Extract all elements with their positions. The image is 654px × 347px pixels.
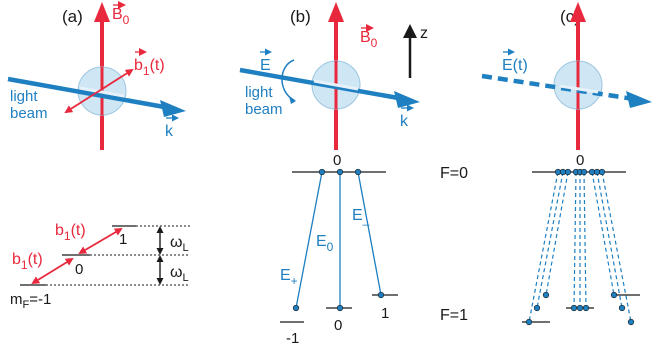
transition-dot (570, 304, 578, 312)
light-beam-arrowhead (160, 100, 186, 117)
level-label-mf-minus1: mF=-1 (10, 291, 51, 311)
transition-dashed (545, 171, 569, 296)
transition-dot (580, 168, 588, 176)
modulated-light-beam (481, 73, 635, 102)
e-t-label: E(t) (502, 57, 528, 74)
transition-dot (533, 304, 541, 312)
transition-dashed (591, 171, 615, 296)
light-beam-label-2: beam (245, 101, 283, 118)
transition-dot (542, 291, 550, 299)
panel-b: (b) E B0 z light beam k 0 (239, 2, 468, 347)
e-plus-label: E+ (280, 267, 298, 288)
b0-arrowhead (570, 2, 586, 22)
omega-l-lower-label: ωL (170, 264, 189, 284)
transition-dot (598, 168, 606, 176)
b1-transition-label-lower: b1(t) (12, 251, 43, 272)
transition-dots (525, 168, 635, 326)
light-beam-arrowhead (626, 91, 652, 108)
sublevel-label-plus1: 1 (381, 305, 389, 322)
polarization-arrowhead (289, 96, 296, 104)
panel-a-label: (a) (62, 7, 83, 26)
transition-dashed (528, 171, 559, 323)
transition-0-to-1 (78, 227, 123, 255)
transition-dashed (601, 171, 632, 323)
dashed-transitions (528, 171, 632, 323)
transition-dashed (596, 171, 623, 309)
transition-dashed (583, 171, 587, 309)
sublevel-label-minus1: -1 (286, 330, 299, 347)
level-label-1: 1 (119, 231, 127, 248)
light-beam-inner (559, 84, 599, 94)
transition-dot (618, 304, 626, 312)
transition-dot (336, 304, 344, 312)
f1-label: F=1 (440, 307, 468, 324)
sublevel-label-0: 0 (334, 317, 342, 334)
transition-dot (582, 304, 590, 312)
k-label: k (165, 123, 174, 140)
transition-dot (627, 318, 635, 326)
z-axis-label: z (420, 25, 428, 42)
light-beam (239, 67, 405, 102)
transition-e-minus (357, 171, 382, 296)
panel-a: (a) B0 b1(t) light beam k (7, 1, 190, 311)
transition-dot (610, 291, 618, 299)
b0-arrowhead (94, 2, 110, 22)
f0-label: F=0 (440, 165, 468, 182)
b1-transition-label-upper: b1(t) (55, 222, 86, 243)
transition-dashed (536, 171, 564, 309)
light-beam-arrowhead (394, 91, 420, 108)
f0-mf-label: 0 (576, 152, 584, 169)
b1-double-arrow (64, 68, 134, 114)
transition-dot (525, 318, 533, 326)
transition-dot (564, 168, 572, 176)
light-beam-inner (313, 79, 359, 91)
e-minus-label: E_ (352, 207, 370, 226)
transition-dot (354, 168, 362, 176)
transition-dot (377, 291, 385, 299)
transition-e-plus (295, 171, 323, 309)
light-beam-label-1: light (245, 84, 273, 101)
e-zero-label: E0 (316, 233, 334, 254)
transition-dot (576, 304, 584, 312)
transition-dashed (573, 171, 577, 309)
k-label: k (400, 113, 409, 130)
level-label-0: 0 (75, 261, 83, 278)
transition-dot (318, 168, 326, 176)
transition-minus1-to-0 (31, 257, 74, 285)
transition-dot (336, 168, 344, 176)
panel-c: (c) E(t) 0 (481, 2, 652, 326)
z-axis-arrowhead (403, 24, 417, 38)
panel-b-label: (b) (290, 7, 311, 26)
b0-label: B0 (360, 29, 378, 50)
transition-dot (292, 304, 300, 312)
omega-l-upper-label: ωL (170, 234, 189, 254)
light-beam-label-1: light (10, 88, 38, 105)
e-vector-label: E (260, 57, 271, 74)
b0-arrowhead (328, 2, 344, 22)
b0-label: B0 (112, 6, 130, 27)
b1-label: b1(t) (134, 57, 165, 78)
f0-mf-label: 0 (333, 152, 341, 169)
light-beam-label-2: beam (10, 105, 48, 122)
